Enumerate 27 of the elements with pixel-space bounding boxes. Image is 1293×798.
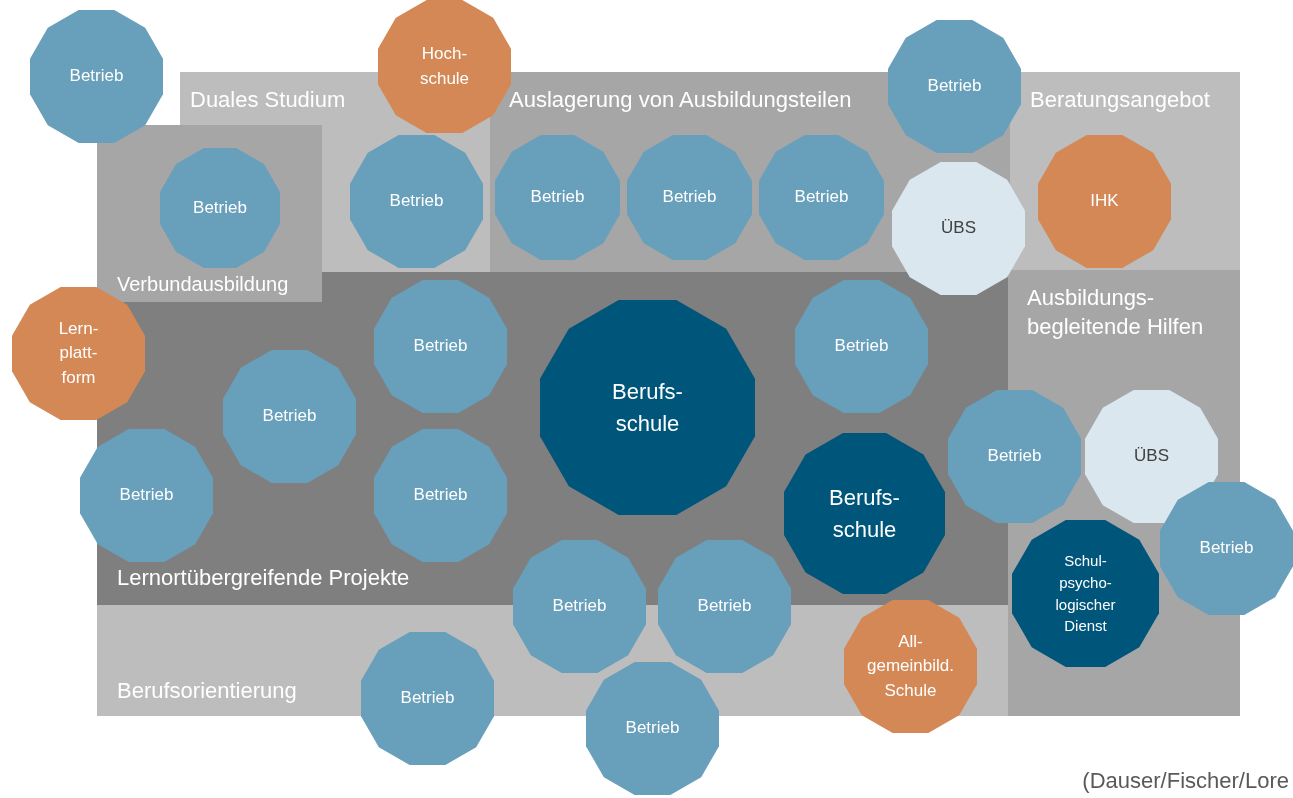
area-band (97, 125, 322, 302)
area-heading: Lernortübergreifende Projekte (117, 564, 411, 592)
area-heading: Beratungsangebot (1030, 86, 1211, 114)
dodecagon-node: Betrieb (361, 632, 494, 765)
dodecagon-node: Betrieb (495, 135, 620, 260)
dodecagon-node: Betrieb (160, 148, 280, 268)
dodecagon-node: Betrieb (627, 135, 752, 260)
dodecagon-node: Betrieb (586, 662, 719, 795)
area-heading: Auslagerung von Ausbildungsteilen (509, 86, 853, 114)
dodecagon-node: Berufs-schule (540, 300, 755, 515)
dodecagon-node: Betrieb (374, 280, 507, 413)
dodecagon-node: Betrieb (350, 135, 483, 268)
source-caption: (Dauser/Fischer/Lore (1082, 768, 1289, 794)
area-heading: Duales Studium (190, 86, 347, 114)
dodecagon-node: Betrieb (888, 20, 1021, 153)
area-heading: Ausbildungs-begleitende Hilfen (1027, 284, 1205, 341)
dodecagon-node: Betrieb (759, 135, 884, 260)
dodecagon-node: Betrieb (30, 10, 163, 143)
dodecagon-node: Betrieb (374, 429, 507, 562)
dodecagon-node: ÜBS (1085, 390, 1218, 523)
dodecagon-node: Berufs-schule (784, 433, 945, 594)
dodecagon-node: Betrieb (1160, 482, 1293, 615)
dodecagon-node: IHK (1038, 135, 1171, 268)
dodecagon-node: Schul-psycho-logischer Dienst (1012, 520, 1159, 667)
dodecagon-node: Betrieb (795, 280, 928, 413)
area-band (1010, 72, 1240, 270)
dodecagon-node: Betrieb (223, 350, 356, 483)
